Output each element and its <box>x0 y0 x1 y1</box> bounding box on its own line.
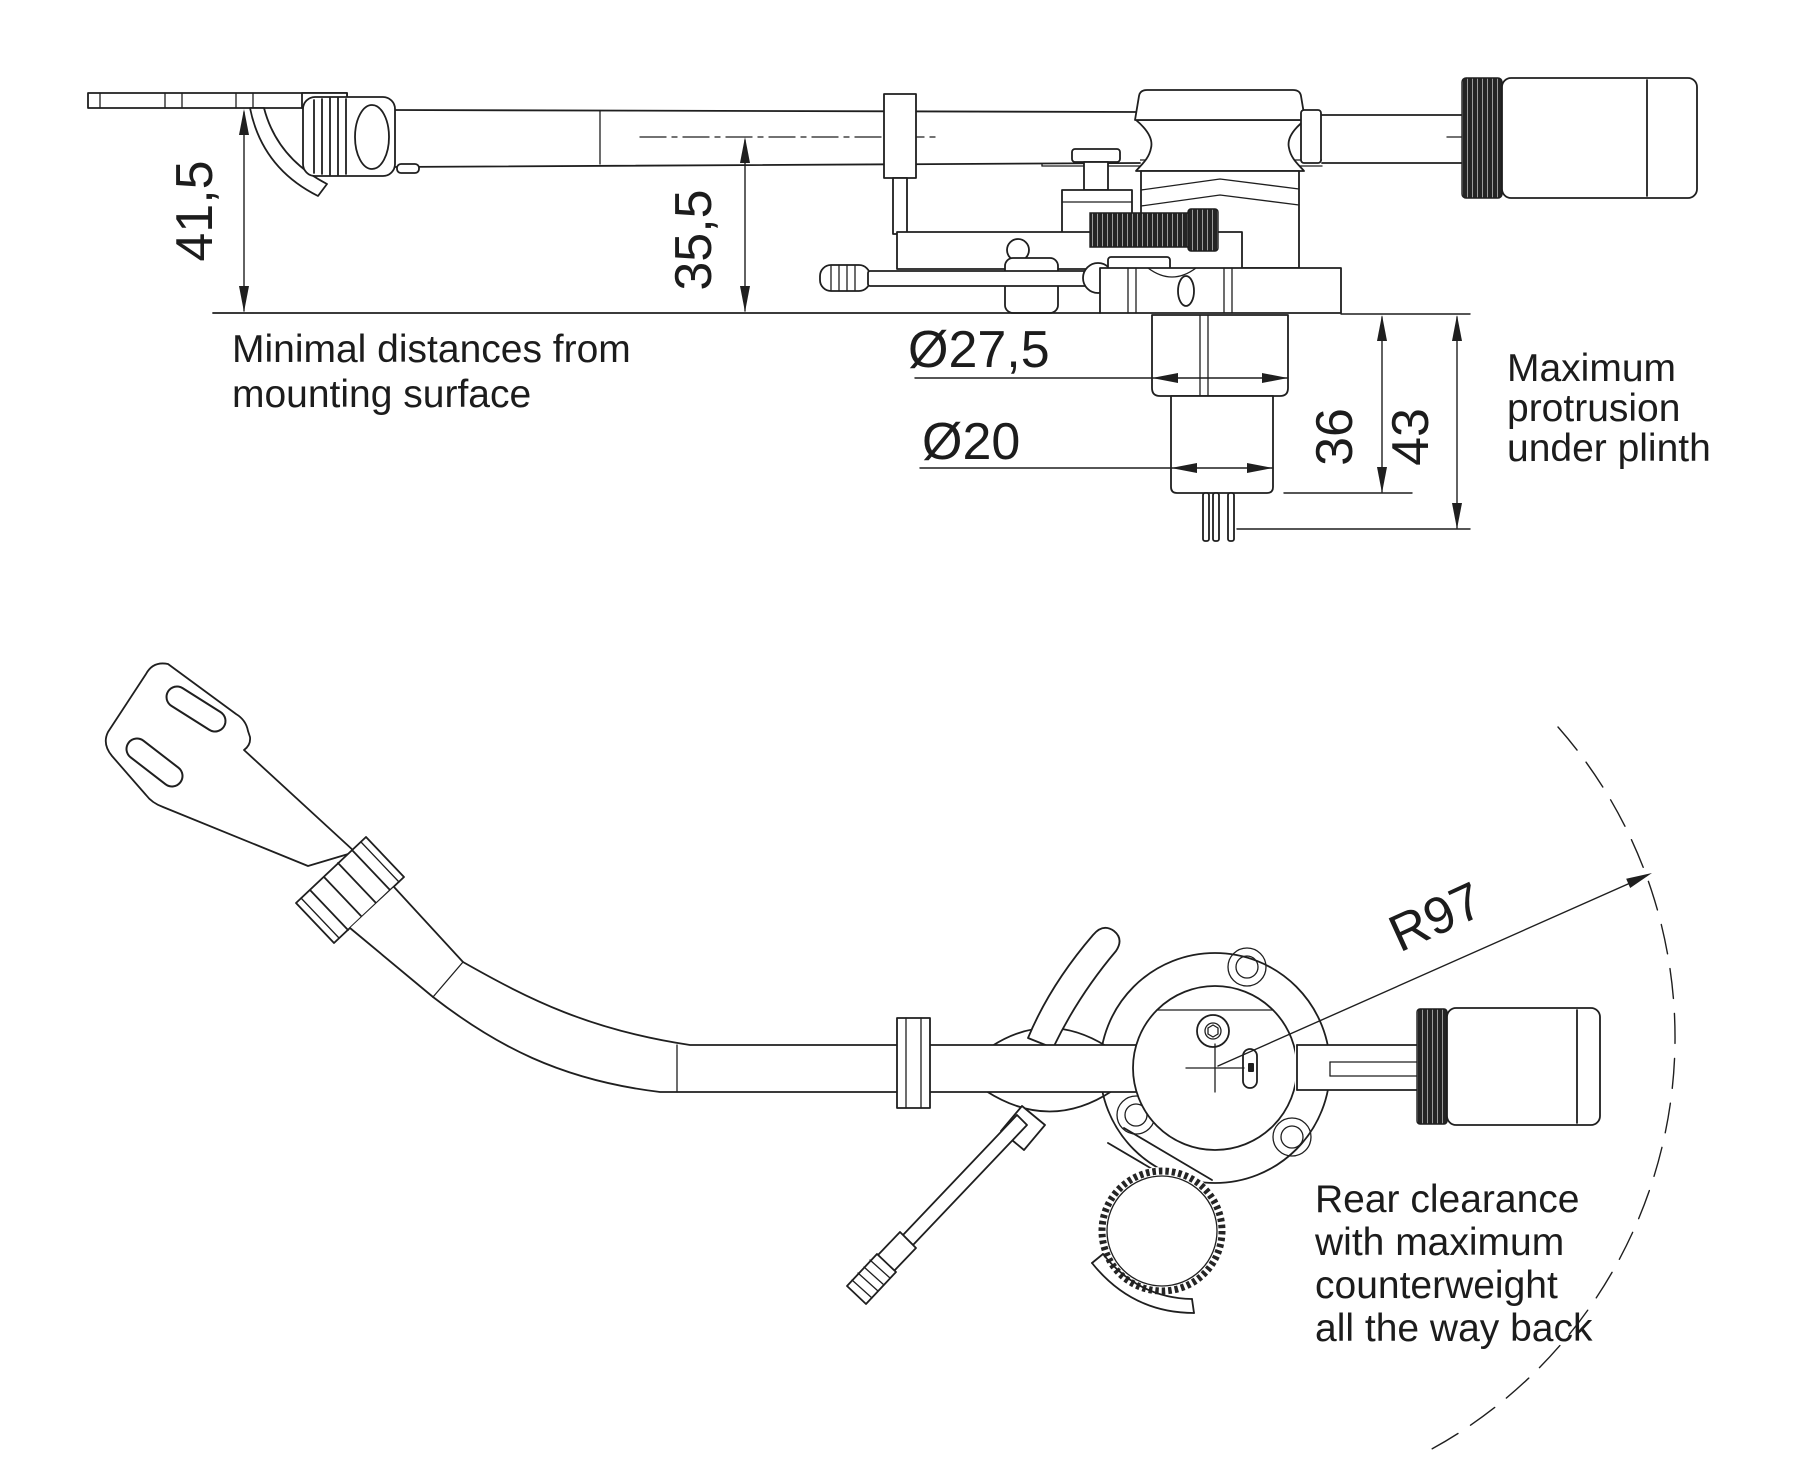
dimension-d27-5: Ø27,5 <box>908 321 1288 383</box>
counterweight-top <box>1295 1008 1600 1125</box>
dim-36-label: 36 <box>1306 408 1364 466</box>
note-protrusion-line3: under plinth <box>1507 427 1711 470</box>
dim-d27-5-label: Ø27,5 <box>908 321 1050 379</box>
armrest-post <box>884 94 916 234</box>
collar-top <box>296 837 404 943</box>
clearance-arc <box>1430 727 1675 1450</box>
lift-platform <box>897 209 1242 313</box>
antiskate-dial <box>1092 1128 1226 1313</box>
counterweight-knurl <box>1417 1009 1447 1124</box>
dimension-35-5: 35,5 <box>665 137 750 312</box>
side-view: 41,5 35,5 Ø27,5 Ø20 <box>88 78 1711 541</box>
headshell-top <box>106 663 355 866</box>
dimension-43: 43 <box>1237 315 1470 529</box>
dim-r97-label: R97 <box>1381 871 1492 963</box>
dimension-36: 36 <box>1284 314 1470 493</box>
signal-wires <box>1203 493 1234 541</box>
headshell-slot <box>177 697 215 721</box>
note-minimal-distances: Minimal distances from mounting surface <box>232 328 631 416</box>
dim-d20-label: Ø20 <box>922 413 1020 471</box>
dimension-41-5: 41,5 <box>166 109 249 312</box>
note-maximum-protrusion: Maximum protrusion under plinth <box>1507 347 1711 470</box>
note-rear-line1: Rear clearance <box>1315 1178 1579 1221</box>
note-protrusion-line2: protrusion <box>1507 387 1680 430</box>
vta-knurl-ring <box>1090 213 1190 247</box>
cueing-lever-top <box>847 1115 1027 1304</box>
dim-35-5-label: 35,5 <box>665 189 723 290</box>
top-view: R97 Rear clearance with maximum counterw… <box>106 663 1675 1450</box>
mounting-shaft <box>1152 315 1288 541</box>
note-rear-line3: counterweight <box>1315 1264 1558 1307</box>
dimension-d20: Ø20 <box>920 413 1273 473</box>
counterweight-knurl <box>1462 78 1502 198</box>
dim-41-5-label: 41,5 <box>166 160 224 261</box>
counterweight-side <box>1322 78 1697 198</box>
mounting-base <box>1100 268 1341 313</box>
dim-43-label: 43 <box>1382 408 1440 466</box>
note-rear-line4: all the way back <box>1315 1307 1593 1350</box>
tube-clamp-ring <box>897 1018 930 1108</box>
armrest-top <box>986 928 1120 1150</box>
note-rear-line2: with maximum <box>1314 1221 1564 1264</box>
armrest-hook <box>1028 928 1120 1048</box>
headshell-slot <box>137 749 172 776</box>
pivot-bearing <box>1133 986 1297 1150</box>
note-rear-clearance: Rear clearance with maximum counterweigh… <box>1314 1178 1593 1350</box>
arm-tube-side <box>390 110 1140 173</box>
note-protrusion-line1: Maximum <box>1507 347 1676 390</box>
note-minimal-line2: mounting surface <box>232 373 531 416</box>
cartridge-collar <box>303 97 395 176</box>
note-minimal-line1: Minimal distances from <box>232 328 631 371</box>
arm-tube-top <box>350 887 1140 1108</box>
